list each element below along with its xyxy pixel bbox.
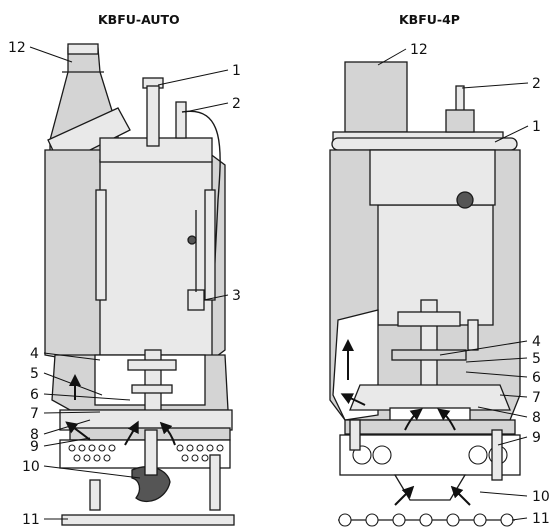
- cable-gland-12: [344, 61, 408, 133]
- left-callout-9: 9: [30, 439, 39, 455]
- right-pump-title: KBFU-4P: [399, 12, 460, 27]
- wear-plate-right-9: [344, 419, 516, 435]
- left-callout-6: 6: [30, 387, 39, 403]
- right-callout-6: 6: [532, 370, 541, 386]
- cable-entry-2: [175, 101, 187, 139]
- callout-leaders: [29, 46, 529, 521]
- motor-stator: [99, 159, 213, 361]
- discharge-cap: [67, 43, 99, 55]
- right-callout-9: 9: [532, 430, 541, 446]
- agitator-10: [131, 466, 171, 503]
- left-callout-labels: 12 1 2 3 4 5 6 7 8 9 10 11: [8, 40, 241, 528]
- left-callout-12: 12: [8, 40, 26, 56]
- right-callout-5: 5: [532, 351, 541, 367]
- control-cable: [181, 110, 221, 281]
- level-switch-3: [187, 289, 205, 311]
- right-callout-10: 10: [532, 489, 550, 505]
- right-pump: [329, 61, 521, 527]
- right-callout-labels: 12 2 1 4 5 6 7 8 9 10 11: [410, 42, 550, 527]
- right-callout-4: 4: [532, 334, 541, 350]
- right-callout-2: 2: [532, 76, 541, 92]
- right-callout-12: 12: [410, 42, 428, 58]
- impeller-left-8: [59, 409, 233, 431]
- left-callout-8: 8: [30, 427, 39, 443]
- lifting-handle-1: [331, 137, 518, 151]
- left-callout-3: 3: [232, 288, 241, 304]
- right-callout-8: 8: [532, 410, 541, 426]
- left-pump: [44, 43, 235, 526]
- left-pump-title: KBFU-AUTO: [98, 12, 180, 27]
- right-callout-11: 11: [532, 511, 550, 527]
- left-callout-2: 2: [232, 96, 241, 112]
- right-callout-7: 7: [532, 390, 541, 406]
- left-callout-4: 4: [30, 346, 39, 362]
- left-callout-1: 1: [232, 63, 241, 79]
- left-callout-11: 11: [22, 512, 40, 528]
- lifting-handle-shaft: [146, 85, 160, 147]
- impeller-right-8: [349, 384, 511, 411]
- left-callout-7: 7: [30, 406, 39, 422]
- right-callout-1: 1: [532, 119, 541, 135]
- left-callout-10: 10: [22, 459, 40, 475]
- suction-inlet-10: [393, 474, 467, 501]
- left-callout-5: 5: [30, 366, 39, 382]
- base-stand-11: [61, 514, 235, 526]
